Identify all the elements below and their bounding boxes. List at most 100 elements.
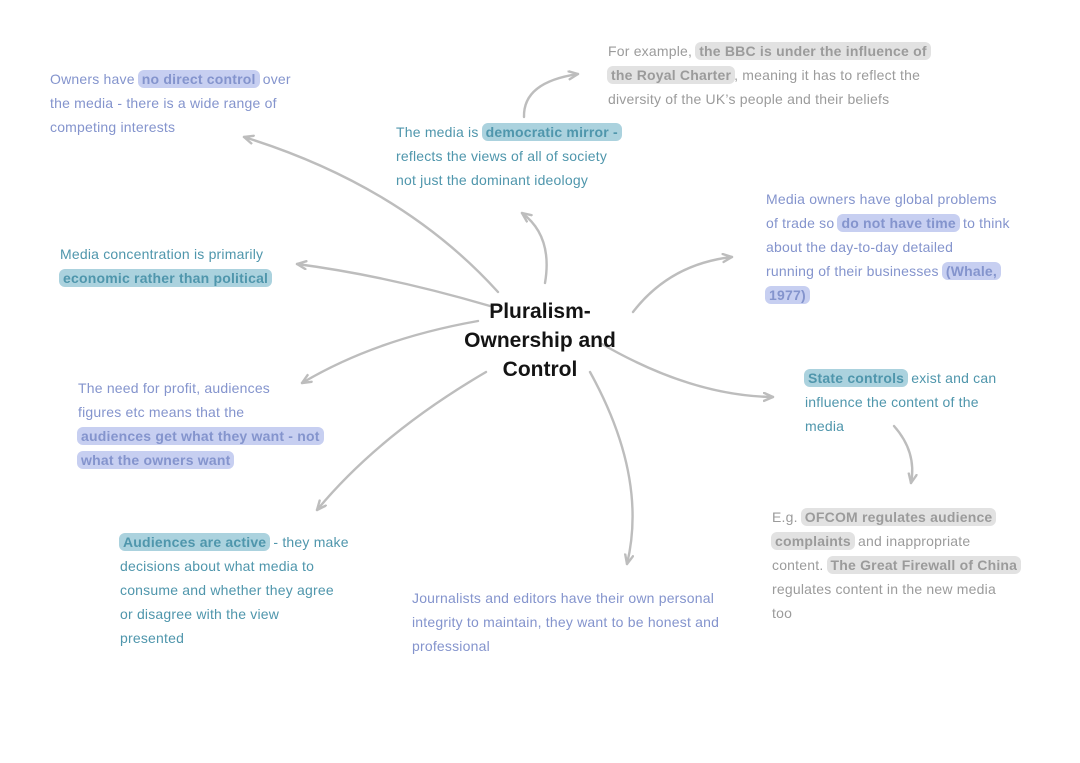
text-line: figures etc means that the	[78, 400, 323, 424]
text-line: presented	[120, 626, 349, 650]
text-line: competing interests	[50, 115, 291, 139]
text-segment: Media owners have global problems	[766, 191, 997, 207]
text-line: consume and whether they agree	[120, 578, 349, 602]
text-segment: exist and can	[907, 370, 997, 386]
text-segment: and inappropriate	[853, 533, 971, 549]
text-segment: diversity of the UK’s people and their b…	[608, 91, 890, 107]
text-line: Media owners have global problems	[766, 187, 1010, 211]
text-line: or disagree with the view	[120, 602, 349, 626]
text-line: Journalists and editors have their own p…	[412, 586, 719, 610]
node-concentration[interactable]: Media concentration is primarily economic…	[59, 242, 273, 290]
text-line: decisions about what media to	[120, 554, 349, 578]
highlighted-text: State controls	[804, 369, 909, 387]
text-line: content. The Great Firewall of China	[772, 553, 1022, 577]
highlighted-text: do not have time	[837, 214, 960, 232]
highlighted-text: the Royal Charter	[607, 66, 736, 84]
node-journalists[interactable]: Journalists and editors have their own p…	[412, 586, 719, 658]
text-segment: competing interests	[50, 119, 176, 135]
text-line: regulates content in the new media	[772, 577, 1020, 601]
highlighted-text: (Whale,	[941, 262, 1002, 280]
arrow-state-controls-to-ofcom-example	[892, 424, 912, 485]
text-segment: to think	[958, 215, 1010, 231]
text-line: of trade so do not have time to think	[766, 211, 1010, 235]
text-segment: influence the content of the	[805, 394, 979, 410]
arrow-central-to-concentration	[295, 264, 492, 308]
text-segment: E.g.	[772, 509, 802, 525]
text-segment: presented	[120, 630, 185, 646]
text-line: For example, the BBC is under the influe…	[608, 39, 931, 63]
node-active-audiences[interactable]: Audiences are active - they make decision…	[119, 530, 349, 650]
text-line: 1977)	[765, 283, 1010, 307]
central-topic-line: Ownership and	[464, 329, 616, 352]
text-segment: about the day-to-day detailed	[766, 239, 954, 255]
text-line: not just the dominant ideology	[396, 168, 621, 192]
text-line: the Royal Charter, meaning it has to ref…	[607, 63, 930, 87]
arrow-central-to-journalists	[588, 370, 633, 566]
arrow-central-to-democratic-mirror	[520, 211, 548, 285]
arrow-democratic-mirror-to-bbc-example	[522, 74, 580, 119]
highlighted-text: economic rather than political	[59, 269, 273, 287]
text-line: what the owners want	[77, 448, 323, 472]
text-line: influence the content of the	[805, 390, 996, 414]
highlighted-text: democratic mirror -	[481, 123, 622, 141]
text-segment: Journalists and editors have their own p…	[412, 590, 715, 606]
text-segment: The media is	[396, 124, 483, 140]
highlighted-text: audiences get what they want - not	[77, 427, 324, 445]
text-segment: Owners have	[50, 71, 139, 87]
highlighted-text: The Great Firewall of China	[826, 556, 1022, 574]
text-line: complaints and inappropriate	[771, 529, 1020, 553]
text-segment: , meaning it has to reflect the	[734, 67, 921, 83]
arrow-central-to-owners	[242, 137, 500, 294]
text-segment: decisions about what media to	[120, 558, 315, 574]
text-line: the media - there is a wide range of	[50, 91, 291, 115]
highlighted-text: Audiences are active	[119, 533, 271, 551]
node-democratic-mirror[interactable]: The media is democratic mirror - reflects…	[396, 120, 622, 192]
text-line: about the day-to-day detailed	[766, 235, 1010, 259]
text-line: State controls exist and can	[804, 366, 997, 390]
text-line: reflects the views of all of society	[396, 144, 621, 168]
central-topic-line: Pluralism-	[489, 300, 591, 323]
central-topic-line: Control	[502, 358, 578, 381]
text-line: E.g. OFCOM regulates audience	[772, 505, 1020, 529]
text-line: audiences get what they want - not	[77, 424, 324, 448]
text-line: professional	[412, 634, 719, 658]
node-state-controls[interactable]: State controls exist and can influence th…	[804, 366, 997, 438]
highlighted-text: no direct control	[137, 70, 260, 88]
text-segment: regulates content in the new media	[772, 581, 996, 597]
text-line: Media concentration is primarily	[60, 242, 271, 266]
node-bbc-example[interactable]: For example, the BBC is under the influe…	[607, 39, 931, 111]
highlighted-text: the BBC is under the influence of	[695, 42, 931, 60]
text-line: economic rather than political	[59, 266, 273, 290]
text-segment: or disagree with the view	[120, 606, 280, 622]
text-segment: reflects the views of all of society	[396, 148, 608, 164]
node-owners[interactable]: Owners have no direct control over the me…	[50, 67, 291, 139]
highlighted-text: 1977)	[765, 286, 810, 304]
text-line: Owners have no direct control over	[50, 67, 291, 91]
text-line: too	[772, 601, 1020, 625]
text-segment: of trade so	[766, 215, 839, 231]
text-segment: integrity to maintain, they want to be h…	[412, 614, 720, 630]
text-segment: running of their businesses	[766, 263, 943, 279]
text-line: The need for profit, audiences	[78, 376, 323, 400]
central-topic[interactable]: Pluralism- Ownership and Control	[430, 297, 650, 384]
text-segment: too	[772, 605, 793, 621]
text-segment: media	[805, 418, 845, 434]
text-segment: For example,	[608, 43, 697, 59]
arrow-central-to-state-controls	[600, 342, 775, 397]
text-segment: Media concentration is primarily	[60, 246, 264, 262]
text-line: diversity of the UK’s people and their b…	[608, 87, 930, 111]
text-segment: - they make	[269, 534, 349, 550]
arrow-central-to-profit-audiences	[300, 319, 480, 385]
text-segment: consume and whether they agree	[120, 582, 334, 598]
highlighted-text: OFCOM regulates audience	[800, 508, 997, 526]
highlighted-text: what the owners want	[77, 451, 235, 469]
arrow-central-to-global-problems	[631, 257, 734, 314]
text-line: Audiences are active - they make	[119, 530, 349, 554]
text-segment: not just the dominant ideology	[396, 172, 589, 188]
text-segment: the media - there is a wide range of	[50, 95, 277, 111]
node-global-problems[interactable]: Media owners have global problems of trad…	[765, 187, 1010, 307]
